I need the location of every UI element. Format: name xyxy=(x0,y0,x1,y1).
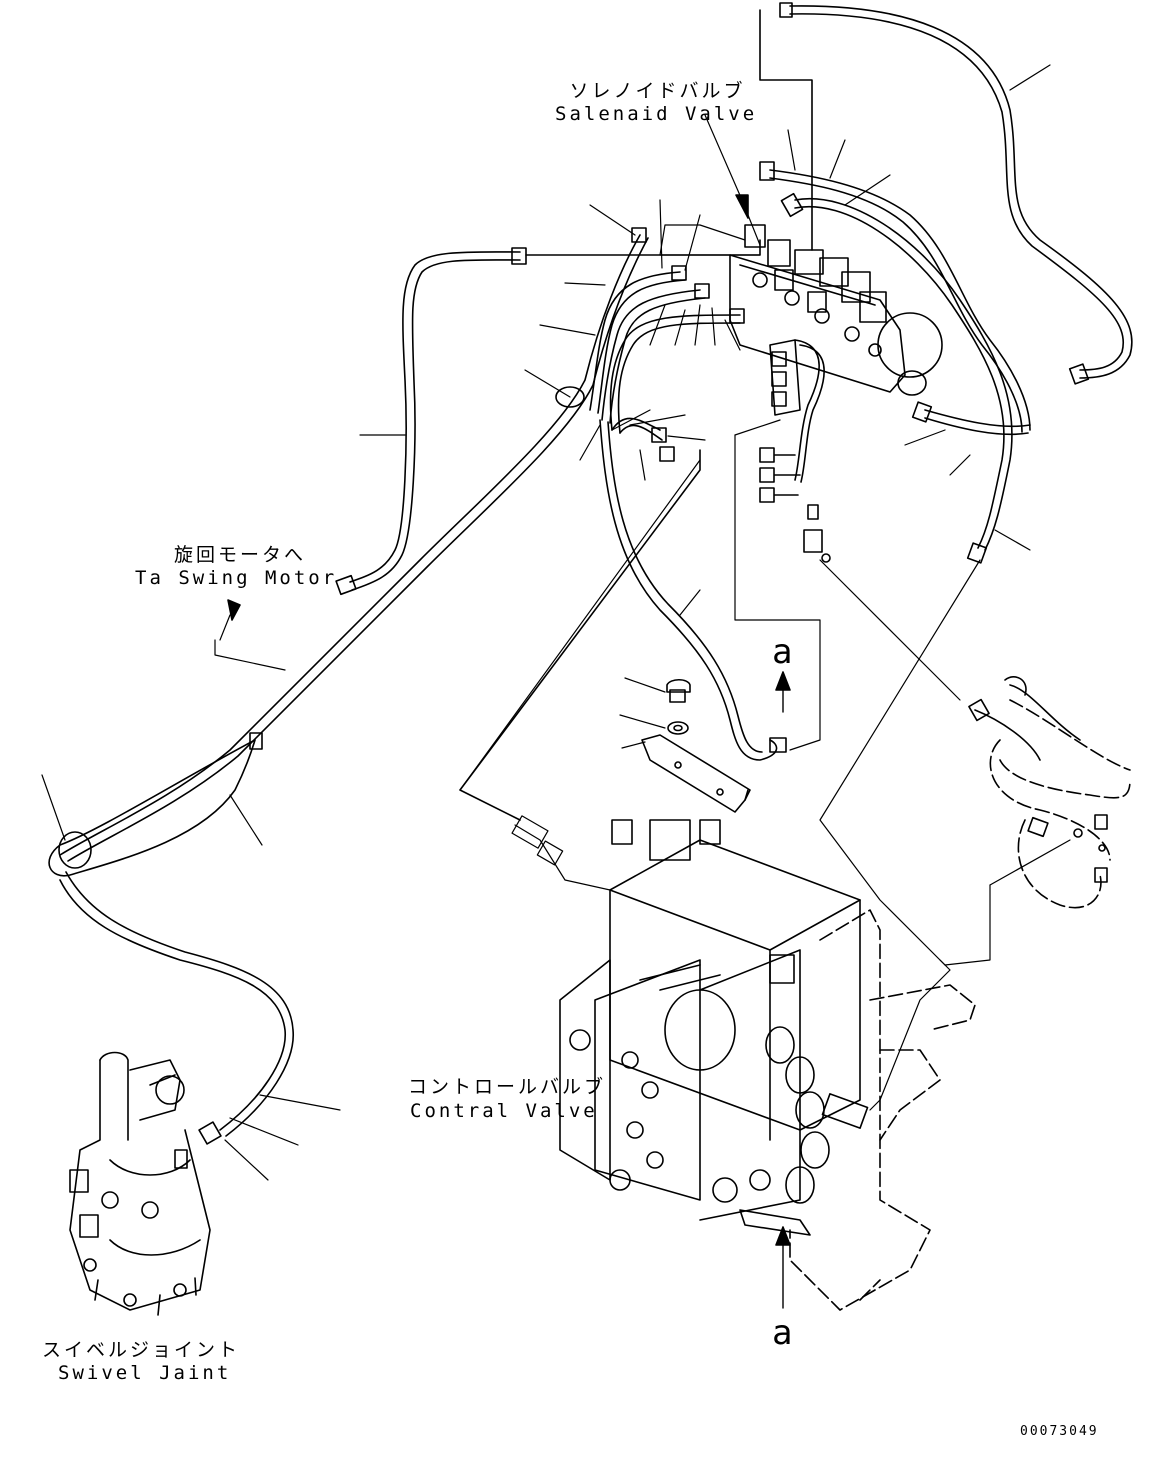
hose-fitting xyxy=(632,228,646,242)
view-a-label-top: a xyxy=(772,632,793,672)
hose-swivel-joint xyxy=(49,733,293,1144)
hose-fitting xyxy=(336,576,356,595)
hose-fitting xyxy=(652,428,666,442)
hose-fitting xyxy=(968,543,987,563)
hose-top-right xyxy=(760,3,1132,384)
swing-motor-label-en: Ta Swing Motor xyxy=(135,567,338,589)
hose-fitting xyxy=(695,284,709,298)
hose-fitting xyxy=(1028,818,1048,837)
hose-fitting xyxy=(781,194,802,217)
hose-fitting xyxy=(770,738,786,752)
solenoid-valve-block xyxy=(730,225,942,562)
hose-fitting xyxy=(760,162,774,180)
hose-fitting xyxy=(1095,868,1107,882)
arrow-swing-motor xyxy=(215,600,285,670)
hose-fitting xyxy=(1070,364,1089,384)
control-valve-label-jp: コントロールバルブ xyxy=(408,1076,607,1098)
arrow-solenoid xyxy=(705,115,748,218)
swivel-joint-body xyxy=(70,1053,210,1316)
view-a-label-bottom: a xyxy=(772,1313,793,1353)
control-valve-label-en: Contral Valve xyxy=(410,1100,598,1122)
arrow-view-a-top xyxy=(776,672,790,712)
hose-fitting xyxy=(1095,815,1107,829)
solenoid-valve-label-en: Salenaid Valve xyxy=(555,103,758,125)
hose-bundle xyxy=(60,228,744,861)
callout-ticks xyxy=(42,65,1050,1180)
drawing-number: 00073049 xyxy=(1020,1424,1099,1439)
solenoid-hoses xyxy=(760,162,1030,563)
hose-fitting xyxy=(660,447,674,461)
bracket-parts xyxy=(642,680,750,812)
hose-control xyxy=(600,420,786,760)
hose-fitting xyxy=(199,1122,221,1144)
swivel-joint-label-en: Swivel Jaint xyxy=(58,1362,232,1384)
hose-fitting xyxy=(780,3,792,17)
leader-lines xyxy=(460,225,1070,1110)
swivel-joint-label-jp: スイベルジョイント xyxy=(42,1339,241,1361)
hose-fitting xyxy=(730,309,744,323)
frame-dashed xyxy=(790,700,1130,1310)
hose-fitting xyxy=(913,402,932,422)
hose-right-lower xyxy=(969,677,1107,882)
solenoid-valve-label-jp: ソレノイドバルブ xyxy=(569,80,746,102)
hose-fitting xyxy=(512,248,526,264)
hose-fitting xyxy=(969,700,989,721)
hose-fitting xyxy=(672,266,686,280)
control-valve-body xyxy=(560,820,868,1235)
arrow-view-a-bottom xyxy=(776,1227,790,1308)
hose-fitting xyxy=(250,733,262,749)
swing-motor-label-jp: 旋回モータへ xyxy=(173,544,306,566)
